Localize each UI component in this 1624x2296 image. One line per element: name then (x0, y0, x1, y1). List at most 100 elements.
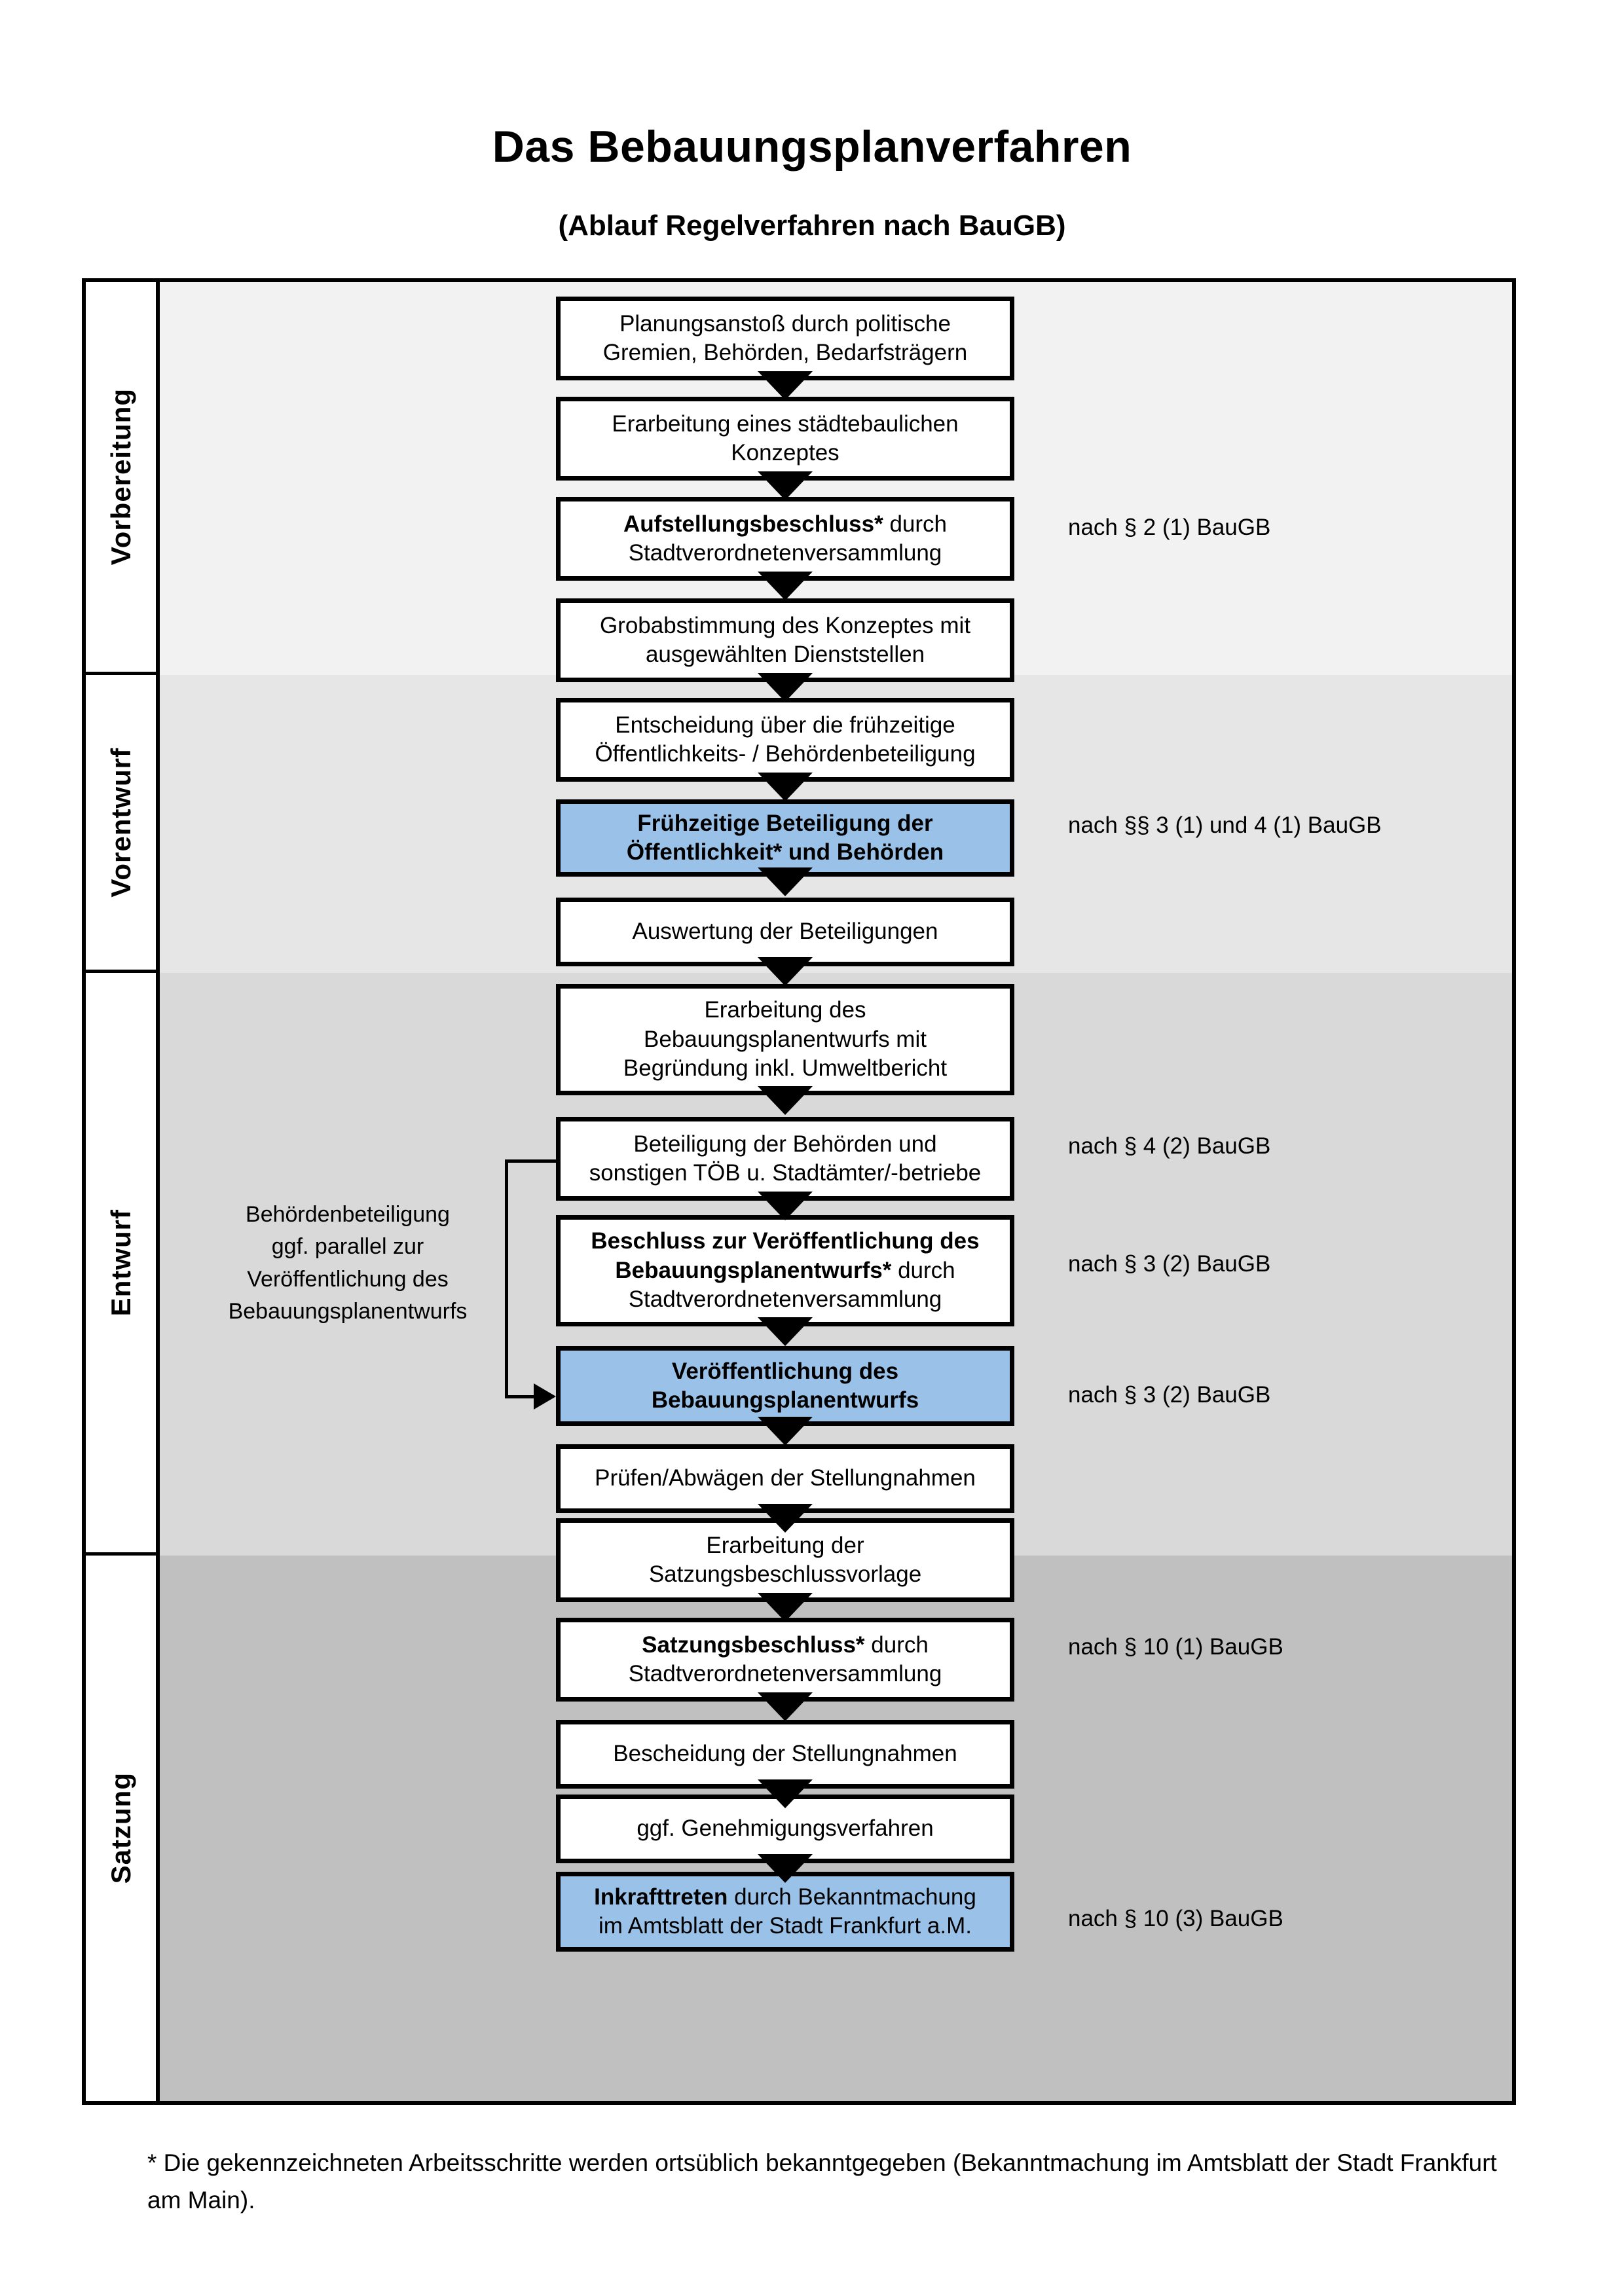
connector-segment-bottom (505, 1395, 534, 1398)
flow-node-beteiligung-behoerden-toeb: Beteiligung der Behörden und sonstigen TÖ… (556, 1117, 1014, 1201)
flow-arrow-down (758, 1192, 813, 1220)
flow-node-line: Bebauungsplanentwurfs (651, 1387, 919, 1413)
flow-node-grobabstimmung: Grobabstimmung des Konzeptes mit ausgewäh… (556, 598, 1014, 682)
flow-node-line: Begründung inkl. Umweltbericht (623, 1055, 948, 1082)
flow-node-line: Inkrafttreten durch Bekanntmachung (594, 1884, 976, 1910)
flow-node-label: Auswertung der Beteiligungen (633, 917, 938, 946)
phase-label-entwurf: Entwurf (86, 973, 156, 1556)
flow-arrow-down (758, 572, 813, 600)
flow-node-line: Entscheidung über die frühzeitige (615, 712, 955, 738)
flow-arrow-down (758, 957, 813, 986)
phase-label-vorbereitung: Vorbereitung (86, 282, 156, 675)
flow-node-label: Grobabstimmung des Konzeptes mit ausgewäh… (600, 611, 970, 670)
flow-node-label: Inkrafttreten durch Bekanntmachung im Amt… (594, 1883, 976, 1941)
sidenote-line: Bebauungsplanentwurfs (228, 1298, 468, 1324)
ref-veroeffentlichung: nach § 3 (2) BauGB (1068, 1382, 1271, 1408)
flow-node-line: Bescheidung der Stellungnahmen (613, 1741, 957, 1767)
flow-node-line: Bebauungsplanentwurfs mit (644, 1026, 927, 1052)
ref-inkrafttreten: nach § 10 (3) BauGB (1068, 1906, 1283, 1931)
flow-arrow-down (758, 673, 813, 702)
flow-node-line: Satzungsbeschluss* durch (642, 1631, 929, 1658)
connector-segment-top (505, 1159, 556, 1163)
flow-node-line: Beschluss zur Veröffentlichung des (591, 1228, 980, 1254)
flow-node-line: Planungsanstoß durch politische (619, 310, 951, 337)
phase-label-vorentwurf: Vorentwurf (86, 675, 156, 973)
connector-segment-vertical (505, 1159, 508, 1395)
flow-arrow-down (758, 1417, 813, 1446)
flow-arrow-down (758, 1504, 813, 1533)
flow-node-inkrafttreten: Inkrafttreten durch Bekanntmachung im Amt… (556, 1872, 1014, 1952)
sidenote-line: Behördenbeteiligung (246, 1202, 450, 1227)
flow-node-line: Auswertung der Beteiligungen (632, 919, 938, 945)
flow-node-line: ggf. Genehmigungsverfahren (637, 1815, 934, 1842)
flow-node-line: Frühzeitige Beteiligung der (637, 810, 933, 836)
sidenote-line: Veröffentlichung des (247, 1266, 449, 1292)
flow-node-pruefen-abwaegen: Prüfen/Abwägen der Stellungnahmen (556, 1444, 1014, 1513)
flow-node-label: Prüfen/Abwägen der Stellungnahmen (595, 1464, 976, 1493)
flow-node-line: Stadtverordnetenversammlung (628, 1286, 942, 1313)
connector-arrowhead-icon (534, 1383, 556, 1410)
flow-node-line: Öffentlichkeits- / Behördenbeteiligung (595, 741, 976, 767)
flow-node-bescheidung-stellungnahmen: Bescheidung der Stellungnahmen (556, 1720, 1014, 1789)
flow-node-label: Bescheidung der Stellungnahmen (613, 1740, 957, 1768)
flow-arrow-down (758, 1692, 813, 1721)
ref-toeb: nach § 4 (2) BauGB (1068, 1133, 1271, 1159)
phase-label-satzung: Satzung (86, 1556, 156, 2101)
ref-fruehzeitige-beteiligung: nach §§ 3 (1) und 4 (1) BauGB (1068, 812, 1382, 838)
ref-beschluss-veroeffentlichung: nach § 3 (2) BauGB (1068, 1251, 1271, 1277)
flow-node-line: ausgewählten Dienststellen (645, 642, 925, 667)
phase-label-text: Satzung (105, 1772, 136, 1884)
flow-arrow-down (758, 1779, 813, 1808)
phase-label-text: Vorbereitung (105, 388, 136, 566)
flow-node-line: Stadtverordnetenversammlung (628, 540, 942, 566)
flow-arrow-down (758, 773, 813, 801)
phase-label-text: Vorentwurf (105, 747, 136, 898)
flow-node-line: Aufstellungsbeschluss* durch (623, 511, 948, 537)
flow-node-line: Stadtverordnetenversammlung (628, 1661, 942, 1686)
flow-node-label: Beteiligung der Behörden und sonstigen TÖ… (589, 1130, 982, 1188)
flow-node-line: im Amtsblatt der Stadt Frankfurt a.M. (599, 1913, 972, 1939)
flow-node-line: Konzeptes (731, 440, 840, 465)
flow-node-line: Öffentlichkeit* und Behörden (626, 839, 944, 865)
footnote: * Die gekennzeichneten Arbeitsschritte w… (147, 2149, 1497, 2214)
flow-arrow-down (758, 1854, 813, 1883)
flow-arrow-down (758, 471, 813, 500)
flow-node-line: Bebauungsplanentwurfs* durch (615, 1257, 955, 1283)
ref-aufstellungsbeschluss: nach § 2 (1) BauGB (1068, 515, 1271, 540)
flow-node-line: Veröffentlichung des (671, 1358, 899, 1384)
flow-arrow-down (758, 371, 813, 400)
ref-satzungsbeschluss: nach § 10 (1) BauGB (1068, 1634, 1283, 1660)
flow-node-line: sonstigen TÖB u. Stadtämter/-betriebe (589, 1160, 982, 1186)
flow-node-line: Beteiligung der Behörden und (633, 1131, 937, 1157)
flow-node-line: Grobabstimmung des Konzeptes mit (599, 612, 971, 638)
flow-node-line: Prüfen/Abwägen der Stellungnahmen (595, 1465, 976, 1491)
flow-node-label: ggf. Genehmigungsverfahren (637, 1814, 933, 1843)
phase-label-text: Entwurf (105, 1209, 136, 1317)
flow-arrow-down (758, 1086, 813, 1115)
flow-node-line: Erarbeitung der (706, 1532, 864, 1558)
flow-node-line: Gremien, Behörden, Bedarfsträgern (602, 340, 968, 365)
flow-node-line: Satzungsbeschlussvorlage (648, 1561, 922, 1587)
sidenote-line: ggf. parallel zur (271, 1234, 424, 1260)
